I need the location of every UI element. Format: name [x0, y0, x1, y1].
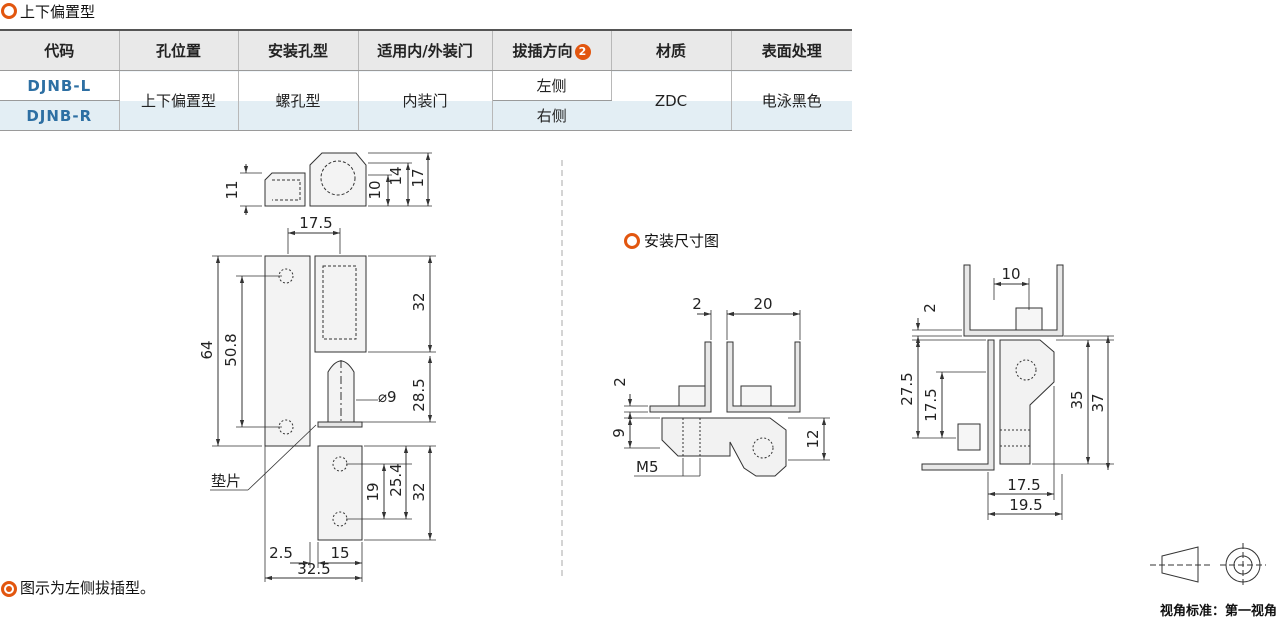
dim-width-17-5: 17.5 [299, 214, 332, 232]
cell-finish: 电泳黑色 [731, 70, 852, 131]
header-code: 代码 [0, 29, 120, 71]
cell-door-type: 内装门 [358, 70, 493, 131]
cell-mount-hole: 螺孔型 [238, 70, 359, 131]
dim-install-12: 12 [804, 429, 822, 448]
note-text: 图示为左侧拔插型。 [20, 579, 156, 597]
dim-top-14: 14 [387, 166, 405, 185]
install-title-bullet [624, 233, 640, 249]
cell-direction-right: 右侧 [492, 100, 611, 131]
dim-lower-32: 32 [410, 482, 428, 501]
title-bullet [1, 3, 17, 19]
dim-install2-10: 10 [1001, 265, 1020, 283]
direction-badge: 2 [574, 44, 591, 60]
hinge-top-view [264, 152, 367, 207]
dim-top-17: 17 [409, 168, 427, 187]
dim-pitch-50-8: 50.8 [222, 333, 240, 366]
header-hole-position: 孔位置 [119, 29, 239, 71]
dim-install2-37: 37 [1089, 393, 1107, 412]
projection-symbol-icon [1150, 543, 1266, 587]
header-door-type: 适用内/外装门 [358, 29, 493, 71]
dim-install-9: 9 [610, 428, 628, 438]
cell-hole-position: 上下偏置型 [119, 70, 239, 131]
header-material: 材质 [611, 29, 732, 71]
code-right: DJNB-R [0, 100, 120, 131]
dim-install-gap-2: 2 [692, 295, 702, 313]
projection-standard: 视角标准：第一视角 [1159, 604, 1277, 619]
header-mount-hole: 安装孔型 [238, 29, 359, 71]
dim-bottom-2-5: 2.5 [269, 544, 293, 562]
dim-lower-25-4: 25.4 [387, 463, 405, 496]
dim-pin-dia: ⌀9 [378, 388, 397, 406]
dim-upper-32: 32 [410, 292, 428, 311]
install-diagram-1 [649, 341, 801, 477]
hinge-front-view [264, 255, 367, 541]
dim-install2-17-5: 17.5 [922, 388, 940, 421]
dim-bottom-15: 15 [330, 544, 349, 562]
dim-top-10: 10 [366, 180, 384, 199]
dim-install-20: 20 [753, 295, 772, 313]
dim-install-t-2: 2 [611, 377, 629, 387]
dim-pin-28-5: 28.5 [410, 378, 428, 411]
dim-bottom-32-5: 32.5 [297, 560, 330, 578]
dim-top-11: 11 [223, 180, 241, 199]
dim-install2-27-5: 27.5 [898, 372, 916, 405]
page-title: 上下偏置型 [20, 3, 96, 21]
washer-label: 垫片 [211, 472, 241, 490]
dim-install2-t-2: 2 [921, 303, 939, 313]
dim-install2-w19-5: 19.5 [1009, 496, 1042, 514]
table-row: DJNB-L 上下偏置型 螺孔型 内装门 左侧 ZDC 电泳黑色 [0, 70, 852, 131]
install-diagram-2 [921, 264, 1064, 471]
note-bullet [1, 581, 17, 597]
install-title: 安装尺寸图 [644, 232, 720, 250]
header-finish: 表面处理 [731, 29, 852, 71]
dim-height-64: 64 [198, 340, 216, 359]
dim-install2-w17-5: 17.5 [1007, 476, 1040, 494]
dim-lower-19: 19 [364, 482, 382, 501]
dim-install-m5: M5 [636, 458, 659, 476]
cell-material: ZDC [611, 70, 732, 131]
dim-install2-35: 35 [1068, 390, 1086, 409]
code-left: DJNB-L [0, 70, 120, 101]
table-row: DJNB-R 右侧 [0, 100, 852, 131]
cell-direction-left: 左侧 [492, 70, 612, 101]
